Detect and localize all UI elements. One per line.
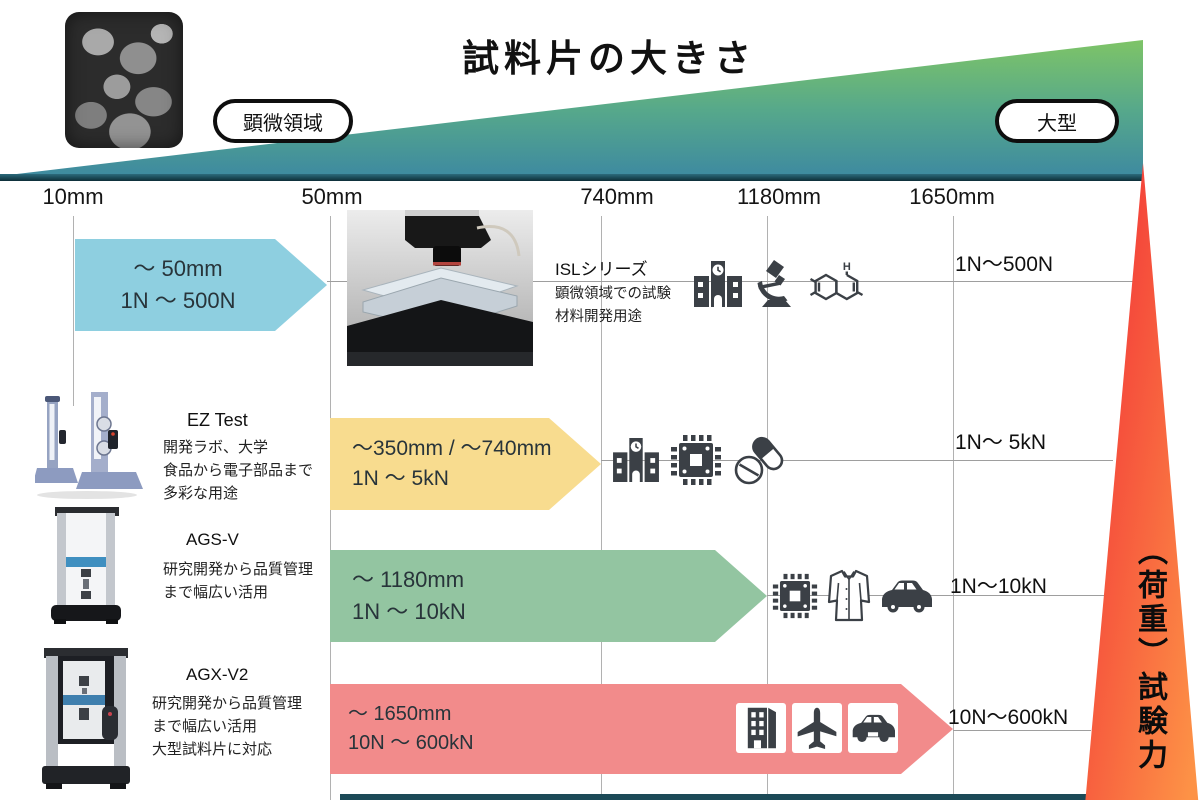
school-icon [613,438,659,482]
ez-test-photo [35,392,143,499]
machine-name-ags-v: AGS-V [186,530,239,549]
agx-v2-photo [42,648,130,789]
gridline-740mm [601,216,602,800]
arrow-isl-force-text: 1N ～ 500N [120,288,236,313]
car-icon [852,714,895,742]
row4-connector-line [953,730,1091,731]
arrow-ez-force-text: 1N ～ 5kN [352,467,449,490]
car-icon [882,580,932,613]
arrow-ags-size-text: ～ 1180mm [352,567,465,593]
arrow-isl-size-text: ～ 50mm [133,256,223,282]
isl-desc-line2: 材料開発用途 [555,309,642,325]
force-range-agx: 10N～600kN [948,706,1069,729]
badge-micro-region: 顕微領域 [213,99,353,143]
gridline-10mm [73,216,74,406]
axis-label-50mm: 50mm [301,184,363,209]
sem-micrograph-image [65,12,183,148]
ags-desc-line1: 研究開発から品質管理 [163,561,314,578]
force-range-ags: 1N～10kN [950,575,1047,598]
arrow-agx-force-text: 10N ～ 600kN [348,732,474,754]
ags-desc-line2: まで幅広い活用 [163,584,269,601]
molecule-icon: H [809,261,864,301]
row2-connector-line [601,460,1113,461]
machine-name-agx-v2: AGX-V2 [186,665,249,684]
axis-label-740mm: 740mm [580,184,654,209]
row2-application-icons [612,433,786,487]
axis-label-10mm: 10mm [42,184,104,209]
gridline-1650mm [953,216,954,800]
arrow-isl-range: ～ 50mm 1N ～ 500N [75,239,327,331]
bottom-divider-line [340,794,1088,800]
ez-desc-line2: 食品から電子部品まで [163,462,314,479]
row4-application-icons [736,703,898,753]
chip-icon [671,435,721,485]
airplane-icon [797,707,837,749]
airplane-icon-tile [792,703,842,753]
ags-v-photo [51,507,121,624]
arrow-ez-range: ～350mm / ～740mm 1N ～ 5kN [330,418,601,510]
force-gradient-wedge: （荷重）試験力 [1085,163,1199,800]
row1-application-icons: H [692,258,866,310]
ez-desc-line1: 開発ラボ、大学 [163,439,269,456]
page-title: 試料片の大きさ [462,38,756,79]
machine-name-isl: ISLシリーズ [555,260,648,279]
force-axis-label: （荷重）試験力 [1133,535,1166,773]
size-axis-baseline [0,174,1143,181]
ez-desc-line3: 多彩な用途 [163,485,239,502]
svg-text:H: H [843,261,851,273]
force-range-ez: 1N～ 5kN [955,431,1047,454]
arrow-ags-force-text: 1N ～ 10kN [352,599,466,624]
agx-desc-line3: 大型試料片に対応 [152,741,273,758]
school-icon [694,261,742,307]
row3-connector-line [767,595,1104,596]
row3-application-icons [772,569,932,622]
agx-desc-line2: まで幅広い活用 [152,718,258,735]
force-range-isl: 1N～500N [955,253,1054,276]
badge-large: 大型 [995,99,1119,143]
shirt-icon [827,569,871,622]
gridline-1180mm [767,216,768,800]
axis-label-1650mm: 1650mm [909,184,995,209]
building-icon [747,707,776,749]
arrow-ez-size-text: ～350mm / ～740mm [352,436,552,460]
isl-desc-line1: 顕微領域での試験 [555,286,671,302]
isl-microscope-photo [347,210,533,366]
arrow-agx-size-text: ～ 1650mm [348,703,452,725]
microscope-icon [757,260,791,307]
arrow-ags-range: ～ 1180mm 1N ～ 10kN [330,550,767,642]
pills-icon [734,436,784,485]
agx-desc-line1: 研究開発から品質管理 [152,695,303,712]
building-icon-tile [736,703,786,753]
chip-icon [772,573,818,619]
machine-name-ez-test: EZ Test [187,410,248,430]
axis-label-1180mm: 1180mm [737,184,821,209]
car-icon-tile [848,703,898,753]
